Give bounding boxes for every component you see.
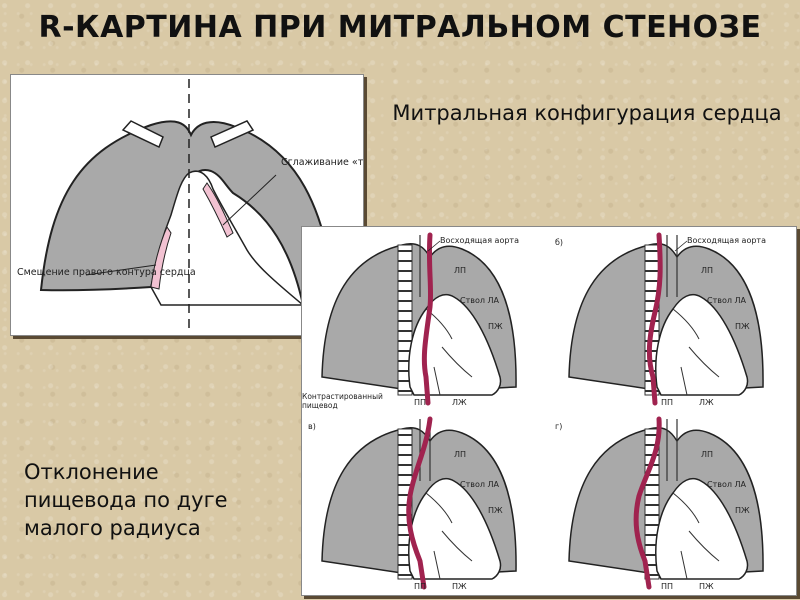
label-pulmonary-trunk: Ствол ЛА [460, 480, 500, 489]
vessel-stub-left [121, 120, 164, 149]
label-pp: ПП [661, 582, 673, 591]
waist-leader [222, 174, 277, 226]
panel-letter: б) [555, 238, 563, 247]
waist-label: Сглаживание «талии» сердца [281, 157, 363, 168]
slide-caption: Отклонение пищевода по дуге малого радиу… [24, 460, 228, 540]
label-pp: ПП [414, 582, 426, 591]
label-pzh: ПЖ [699, 582, 714, 591]
waist-contour-pink [202, 182, 234, 238]
label-lzh: ПЖ [488, 506, 503, 515]
slide-title: R-КАРТИНА ПРИ МИТРАЛЬНОМ СТЕНОЗЕ [38, 10, 762, 45]
ascending-aorta [666, 419, 678, 481]
contrast-esophagus [406, 416, 433, 590]
label-ascending-aorta: Восходящая аорта [687, 236, 766, 245]
contrast-esophagus [646, 232, 663, 406]
label-pp: ПП [414, 398, 426, 407]
label-pzh: ПЖ [452, 582, 467, 591]
label-pp: ПП [661, 398, 673, 407]
ascending-aorta [666, 235, 678, 297]
right-contour-leader [85, 264, 157, 276]
contrast-esophagus [421, 232, 434, 406]
heart-inner-lines [672, 308, 720, 396]
heart-shadow [655, 477, 749, 580]
label-lzh: ПЖ [735, 506, 750, 515]
right-contour-pink [150, 225, 172, 290]
label-pulmonary-trunk: Ствол ЛА [707, 296, 747, 305]
heart-panel-4: г) ЛП Ствол ЛА ПЖ ПП ПЖ [555, 416, 764, 591]
right-contour-label: Смещение правого контура сердца [17, 267, 196, 278]
label-pulmonary-trunk: Ствол ЛА [460, 296, 500, 305]
heart-inner-lines [672, 492, 720, 580]
left-diagram-panel: Сглаживание «талии» сердца Смещение прав… [10, 74, 432, 336]
panel-letter: в) [308, 422, 316, 431]
label-lzh: ЛЖ [452, 398, 467, 407]
heart-inner-lines [425, 492, 473, 580]
heart-shadow [408, 293, 502, 396]
label-lp: ЛП [454, 450, 466, 459]
label-lzh: ЛЖ [699, 398, 714, 407]
mitral-silhouette-diagram: Сглаживание «талии» сердца Смещение прав… [17, 79, 432, 331]
panel-letter: г) [555, 422, 562, 431]
label-lp: ЛП [701, 450, 713, 459]
label-pulmonary-trunk: Ствол ЛА [707, 480, 747, 489]
heart-panel-3: в) ЛП Ствол ЛА ПЖ ПП ПЖ [308, 416, 517, 591]
vessel-stub-right [210, 120, 255, 149]
label-ascending-aorta: Восходящая аорта [440, 236, 519, 245]
label-pzh: ПЖ [735, 322, 750, 331]
slide-subtitle: Митральная конфигурация сердца [392, 101, 782, 125]
heart-shadow [655, 293, 749, 396]
label-pzh: ПЖ [488, 322, 503, 331]
label-lp: ЛП [454, 266, 466, 275]
contrast-esophagus [633, 416, 662, 590]
label-lp: ЛП [701, 266, 713, 275]
heart-shadow [408, 477, 502, 580]
